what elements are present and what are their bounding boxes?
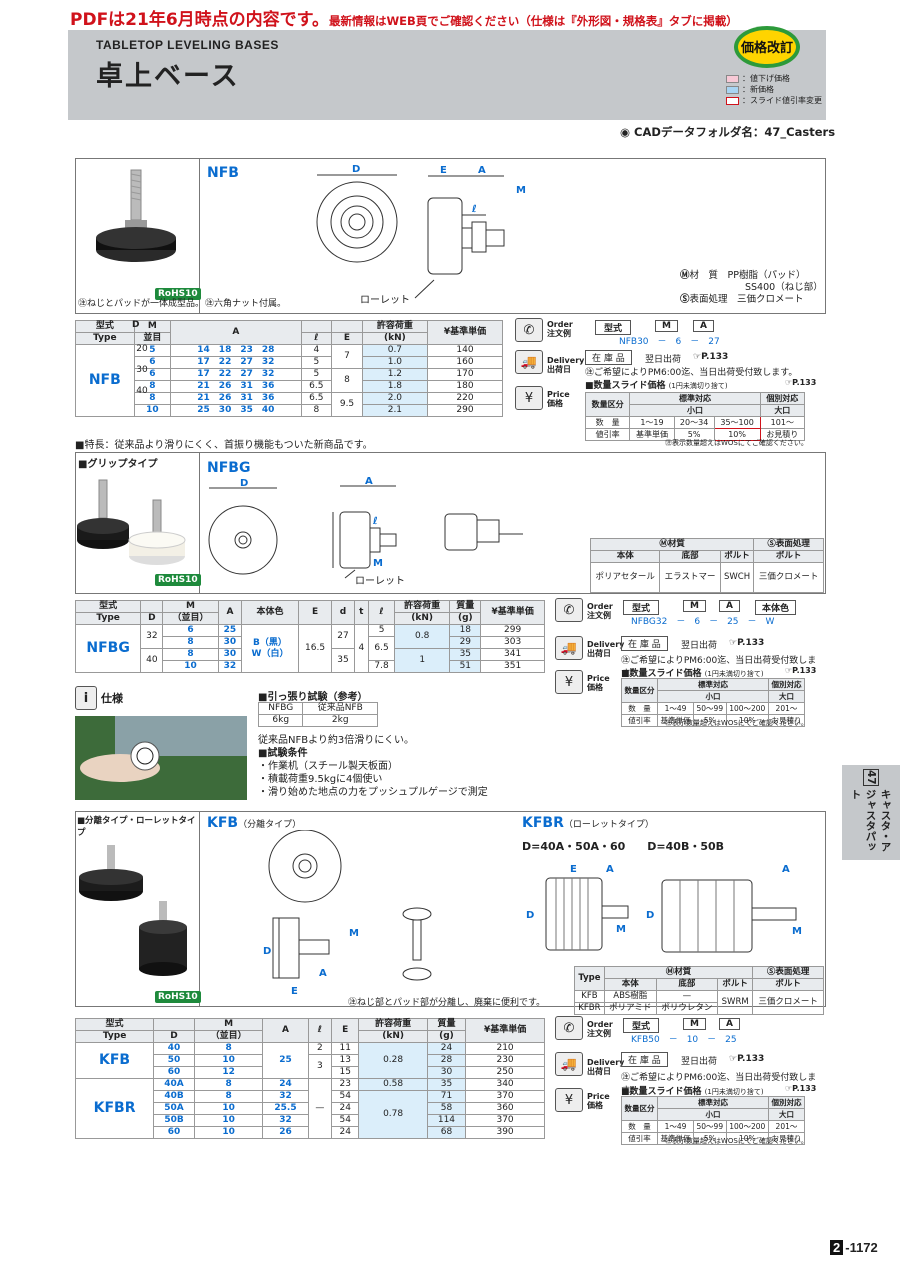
svg-text:ℓ: ℓ [471,204,477,215]
svg-text:M: M [373,558,383,569]
feature-text: ■特長：従来品より滑りにくく、首振り機能もついた新商品です。 [75,440,373,451]
kfbr-series: KFBR（ローレットタイプ） [522,815,654,831]
price-legend: ：値下げ価格 ：新価格 ：スライド値引率変更 [726,73,822,106]
price-yen-icon: ¥ [555,1088,583,1112]
svg-text:M: M [616,924,626,935]
svg-text:D: D [240,478,248,489]
order-icon: ✆ [555,598,583,622]
svg-text:M: M [516,185,526,196]
svg-text:価格改訂: 価格改訂 [740,40,793,56]
svg-text:M: M [349,928,359,939]
nfb-panel [75,158,826,314]
info-icon: i [75,686,97,710]
svg-text:E: E [291,986,298,997]
svg-text:ローレット: ローレット [360,295,410,306]
delivery-truck-icon: 🚚 [555,636,583,660]
kfbr-drawing: D E A D A M M [526,864,802,953]
spec-photo [75,716,247,800]
order-icon: ✆ [515,318,543,342]
svg-text:ローレット: ローレット [355,576,405,587]
kfb-series: KFB（分離タイプ） [207,815,302,831]
header-banner: TABLETOP LEVELING BASES 卓上ベース [68,30,826,120]
nfb-series: NFB [207,165,239,181]
nfbg-photo: ■グリップタイプ RoHS10 [75,452,201,594]
nfbg-drawing: D A ℓ M ローレット [208,476,523,587]
svg-text:D: D [263,946,271,957]
page-number: 2-1172 [830,1240,878,1255]
svg-text:A: A [478,165,486,176]
svg-text:E: E [570,864,577,875]
nfb-material: Ⓜ材 質 PP樹脂（パッド） SS400（ねじ部） Ⓢ表面処理 三価クロメート [680,270,823,305]
price-yen-icon: ¥ [555,670,583,694]
kfb-panel [75,811,826,1007]
svg-text:D: D [646,910,654,921]
svg-text:E: E [440,165,447,176]
price-yen-icon: ¥ [515,386,543,410]
nfb-drawing: D E A ℓ M ローレット [316,164,526,306]
svg-text:A: A [319,968,327,979]
price-revision-badge: 価格改訂 [734,26,800,68]
nfb-note-1: ㊟ねじとパッドが一体成型品。 [78,299,205,309]
delivery-truck-icon: 🚚 [515,350,543,374]
page-title: 卓上ベース [96,61,240,92]
svg-text:D: D [352,164,360,175]
title-en: TABLETOP LEVELING BASES [96,38,279,52]
svg-text:M: M [792,926,802,937]
kfb-photo: ■分離タイプ・ローレットタイプ RoHS10 [75,811,201,1007]
kfb-drawing: D M A E [263,830,432,997]
spec-text: 従来品NFBより約3倍滑りにくい。 ■試験条件 ・作業机（スチール製天板面）・積… [258,735,488,798]
svg-text:A: A [782,864,790,875]
notice: PDFは21年6月時点の内容です。最新情報はWEB頁でご確認ください（仕様は『外… [70,10,738,30]
kfb-note: ㊟ねじ部とパッド部が分離し、廃棄に便利です。 [348,998,546,1008]
svg-text:A: A [606,864,614,875]
svg-text:A: A [365,476,373,487]
svg-text:ℓ: ℓ [372,516,378,527]
nfbg-panel [75,452,826,594]
nfb-note-2: ㊟六角ナット付属。 [205,299,287,309]
nfbg-series: NFBG [207,460,251,476]
delivery-truck-icon: 🚚 [555,1052,583,1076]
cad-folder: ◉ CADデータフォルダ名：47_Casters [620,125,836,139]
svg-text:D: D [526,910,534,921]
order-icon: ✆ [555,1016,583,1040]
nfb-photo: RoHS10 [75,158,201,314]
